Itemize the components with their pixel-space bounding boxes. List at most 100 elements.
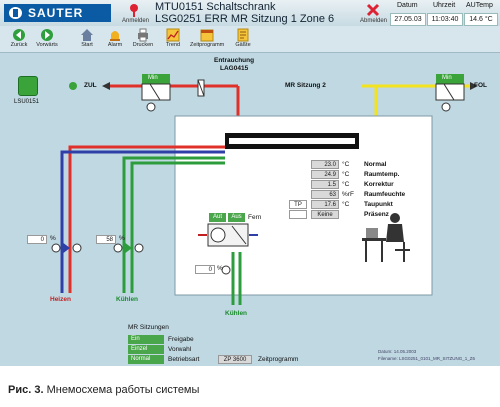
room-value-unit: °C (342, 161, 350, 168)
date-label: Datum (397, 2, 418, 9)
supply-fan-box (141, 83, 171, 101)
room-value-label: Normal (364, 161, 387, 168)
supply-temp-sensor (146, 102, 156, 112)
smoke-label-2: LAG0415 (220, 65, 249, 72)
room-value[interactable]: 17.6 (311, 200, 339, 209)
monitor (366, 228, 378, 238)
room-value[interactable]: 24.9 (311, 170, 339, 179)
heating-label: Heizen (50, 296, 71, 303)
title-bar: SAUTER Anmelden MTU0151 Schaltschrank LS… (0, 0, 500, 27)
date-value: 27.05.03 (390, 13, 426, 26)
exhaust-fan-box (435, 83, 465, 101)
release-label: Freigabe (168, 336, 194, 343)
arrow-right-icon (41, 29, 53, 41)
cooling-sensor-left (113, 243, 123, 253)
preselect-state[interactable]: Einzel (128, 345, 164, 354)
exhaust-min-label: Min (442, 75, 452, 81)
alarm-label: Alarm (107, 42, 123, 48)
fancoil-valve-unit: % (217, 265, 223, 272)
person-head (390, 213, 400, 223)
room-value[interactable]: Keine (311, 210, 339, 219)
tp-badge: TP (289, 200, 307, 209)
alarm-button[interactable]: Alarm (102, 28, 128, 52)
footer-filename: Filename: LSG0251_0101_MR_SITZUNG_1_Z6 (378, 356, 476, 361)
exhaust-label: FOL (474, 82, 487, 89)
forward-label: Vorwärts (36, 42, 58, 48)
schedule-label: Zeitprogramm (258, 356, 299, 363)
time-label: Uhrzeit (433, 2, 456, 9)
room-value-unit: %rF (342, 191, 354, 198)
exhaust-arrow-icon (470, 82, 478, 90)
schedule-button[interactable]: Zeitprogramm (190, 28, 224, 52)
supply-fan-min-box (142, 74, 170, 84)
room-value[interactable]: 63 (311, 190, 339, 199)
time-value: 11:03:40 (427, 13, 463, 26)
supply-arrow-icon (69, 82, 77, 90)
presence-icon (289, 210, 307, 219)
smoke-damper-blade (197, 79, 205, 97)
desk-top (362, 238, 386, 241)
schedule-label: Zeitprogramm (190, 42, 225, 48)
fancoil-valve-value[interactable]: 0 (195, 265, 215, 274)
room-label: MR Sitzung 2 (285, 82, 326, 89)
logout-label: Abmelden (360, 18, 388, 24)
room-value-label: Präsenz (364, 211, 389, 218)
supply-arrow-head-icon (102, 82, 110, 90)
room-value[interactable]: 1.5 (311, 180, 339, 189)
logout-button[interactable]: Abmelden (360, 2, 388, 24)
cooling-label: Kühlen (116, 296, 139, 303)
caption-prefix: Рис. 3. (8, 384, 44, 396)
cooling-valve-value[interactable]: 58 (96, 235, 116, 244)
start-button[interactable]: Start (74, 28, 100, 52)
room-value-label: Korrektur (364, 181, 394, 188)
forward-button[interactable]: Vorwärts (34, 28, 60, 52)
figure-caption: Рис. 3. Мнемосхема работы системы (8, 384, 199, 396)
fancoil-coil (231, 225, 247, 245)
guests-button[interactable]: Gäßte (230, 28, 256, 52)
cooling-valve-symbol (124, 242, 132, 254)
room-value-label: Raumfeuchte (364, 191, 406, 198)
fancoil-off-button[interactable]: Aus (228, 213, 245, 222)
print-button[interactable]: Drucken (130, 28, 156, 52)
cooling-return-pipe (130, 161, 225, 293)
supply-filter-line (149, 83, 161, 101)
brand-name: SAUTER (28, 6, 84, 20)
back-button[interactable]: Zurück (6, 28, 32, 52)
login-label: Anmelden (122, 18, 150, 24)
mode-label: Betriebsart (168, 356, 200, 363)
schedule-value[interactable]: ZP 3600 (218, 355, 252, 364)
fancoil-auto-button[interactable]: Aut (209, 213, 226, 222)
trend-button[interactable]: Trend (160, 28, 186, 52)
exhaust-fan-min-box (436, 74, 464, 84)
guests-label: Gäßte (235, 42, 251, 48)
cooling-valve-unit: % (119, 235, 125, 242)
heating-valve-unit: % (50, 235, 56, 242)
room-value-label: Raumtemp. (364, 171, 400, 178)
heating-flow-pipe (68, 145, 225, 293)
logout-cross-icon (366, 3, 380, 17)
fancoil-remote-label: Fern (248, 214, 262, 221)
start-label: Start (81, 42, 93, 48)
cooling-sensor-right (134, 243, 144, 253)
sauter-logo: SAUTER (4, 4, 111, 22)
lsu-device-icon[interactable] (18, 76, 38, 96)
exhaust-temp-sensor (441, 102, 451, 112)
heating-valve-value[interactable]: 0 (27, 235, 47, 244)
calendar-icon (200, 29, 214, 42)
room-value-label: Taupunkt (364, 201, 393, 208)
process-diagram: LSU0151 ZUL FOL MR Sitzung 2 Entrauchung… (0, 52, 500, 366)
temp-label: AUTemp (466, 2, 493, 9)
arrow-left-icon (13, 29, 25, 41)
outdoor-temp-value: 14.6 °C (464, 13, 498, 26)
release-state[interactable]: Ein (128, 335, 164, 344)
login-key-icon (130, 4, 138, 17)
heating-sensor-left (51, 243, 61, 253)
chilled-beam-slot (229, 138, 355, 144)
smoke-label-1: Entrauchung (214, 57, 255, 64)
home-icon (81, 29, 93, 41)
mode-state[interactable]: Normal (128, 355, 164, 364)
room-value[interactable]: 23.0 (311, 160, 339, 169)
login-button[interactable]: Anmelden (122, 2, 150, 24)
trend-label: Trend (165, 42, 181, 48)
person-body (386, 224, 404, 242)
